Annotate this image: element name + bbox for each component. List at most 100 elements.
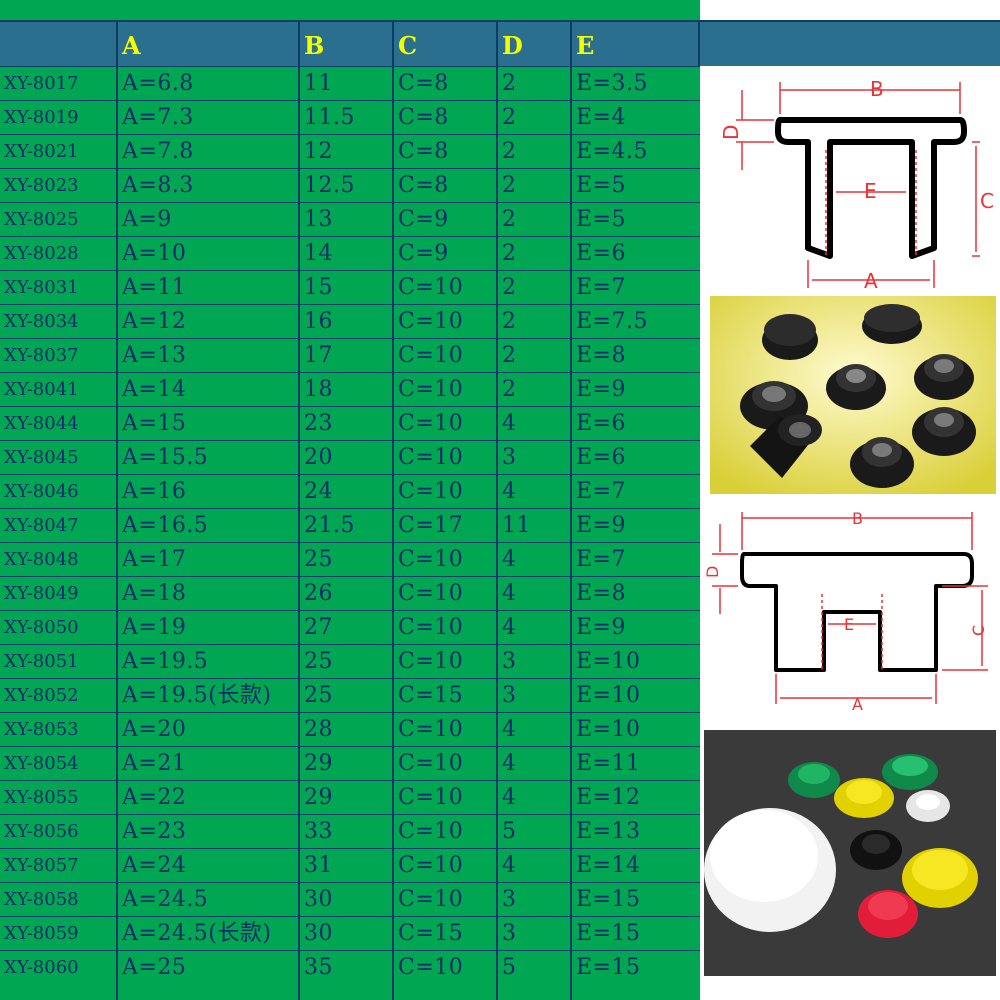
cell-model: XY-8051: [4, 651, 79, 672]
cell-d: 2: [502, 139, 517, 164]
cell-d: 2: [502, 71, 517, 96]
row-divider: [0, 372, 700, 373]
row-divider: [0, 474, 700, 475]
cell-d: 4: [502, 547, 517, 572]
cell-c: C=10: [398, 479, 464, 504]
cell-a: A=18: [122, 581, 187, 606]
dim2-label-a: A: [852, 695, 863, 714]
cell-e: E=11: [576, 751, 641, 776]
cell-a: A=17: [122, 547, 187, 572]
cell-model: XY-8052: [4, 685, 79, 706]
cell-c: C=10: [398, 819, 464, 844]
cell-b: 25: [304, 683, 333, 708]
dim2-label-c: C: [969, 625, 988, 636]
cell-a: A=21: [122, 751, 187, 776]
cell-b: 27: [304, 615, 333, 640]
cell-b: 24: [304, 479, 333, 504]
cell-model: XY-8047: [4, 515, 79, 536]
row-divider: [0, 508, 700, 509]
cell-model: XY-8037: [4, 345, 79, 366]
cell-c: C=8: [398, 105, 449, 130]
cell-a: A=24.5(长款): [122, 921, 272, 946]
cell-b: 17: [304, 343, 333, 368]
cell-b: 29: [304, 785, 333, 810]
cell-a: A=8.3: [122, 173, 194, 198]
dim2-label-e: E: [844, 615, 854, 634]
cell-d: 3: [502, 445, 517, 470]
cell-model: XY-8056: [4, 821, 79, 842]
cell-b: 26: [304, 581, 333, 606]
colored-plugs-photo: [704, 730, 996, 976]
cell-a: A=15.5: [122, 445, 209, 470]
cell-c: C=10: [398, 751, 464, 776]
cell-model: XY-8041: [4, 379, 79, 400]
cell-e: E=5: [576, 173, 626, 198]
row-divider: [0, 168, 700, 169]
cell-a: A=14: [122, 377, 187, 402]
row-divider: [0, 644, 700, 645]
cell-b: 21.5: [304, 513, 355, 538]
dim-label-e: E: [864, 179, 877, 203]
cell-model: XY-8023: [4, 175, 79, 196]
row-divider: [0, 576, 700, 577]
cell-c: C=10: [398, 887, 464, 912]
row-divider: [0, 542, 700, 543]
row-divider: [0, 950, 700, 951]
cell-model: XY-8034: [4, 311, 79, 332]
cell-b: 35: [304, 955, 333, 980]
row-divider: [0, 100, 700, 101]
cell-e: E=7: [576, 547, 626, 572]
cell-model: XY-8050: [4, 617, 79, 638]
cell-c: C=8: [398, 71, 449, 96]
cell-e: E=4: [576, 105, 626, 130]
plug-cross-section-diagram-2: B D E C A: [703, 509, 988, 714]
cell-b: 16: [304, 309, 333, 334]
cell-c: C=10: [398, 343, 464, 368]
table-top-border: [0, 20, 1000, 22]
row-divider: [0, 406, 700, 407]
cell-a: A=22: [122, 785, 187, 810]
column-divider: [698, 20, 700, 66]
cell-a: A=10: [122, 241, 187, 266]
cell-c: C=10: [398, 581, 464, 606]
cell-b: 15: [304, 275, 333, 300]
cell-e: E=15: [576, 955, 641, 980]
cell-model: XY-8059: [4, 923, 79, 944]
cell-c: C=10: [398, 853, 464, 878]
cell-d: 4: [502, 581, 517, 606]
cell-b: 25: [304, 547, 333, 572]
cell-a: A=11: [122, 275, 187, 300]
cell-model: XY-8049: [4, 583, 79, 604]
cell-d: 3: [502, 887, 517, 912]
cell-e: E=6: [576, 411, 626, 436]
cell-e: E=9: [576, 615, 626, 640]
row-divider: [0, 882, 700, 883]
cell-b: 29: [304, 751, 333, 776]
cell-e: E=5: [576, 207, 626, 232]
cell-d: 4: [502, 615, 517, 640]
cell-a: A=15: [122, 411, 187, 436]
cell-a: A=13: [122, 343, 187, 368]
cell-a: A=24: [122, 853, 187, 878]
cell-b: 13: [304, 207, 333, 232]
cell-model: XY-8017: [4, 73, 79, 94]
cell-d: 2: [502, 309, 517, 334]
cell-d: 4: [502, 411, 517, 436]
cell-c: C=10: [398, 649, 464, 674]
cell-model: XY-8053: [4, 719, 79, 740]
cell-model: XY-8045: [4, 447, 79, 468]
cell-a: A=19.5: [122, 649, 209, 674]
cell-b: 12.5: [304, 173, 355, 198]
cell-d: 2: [502, 173, 517, 198]
